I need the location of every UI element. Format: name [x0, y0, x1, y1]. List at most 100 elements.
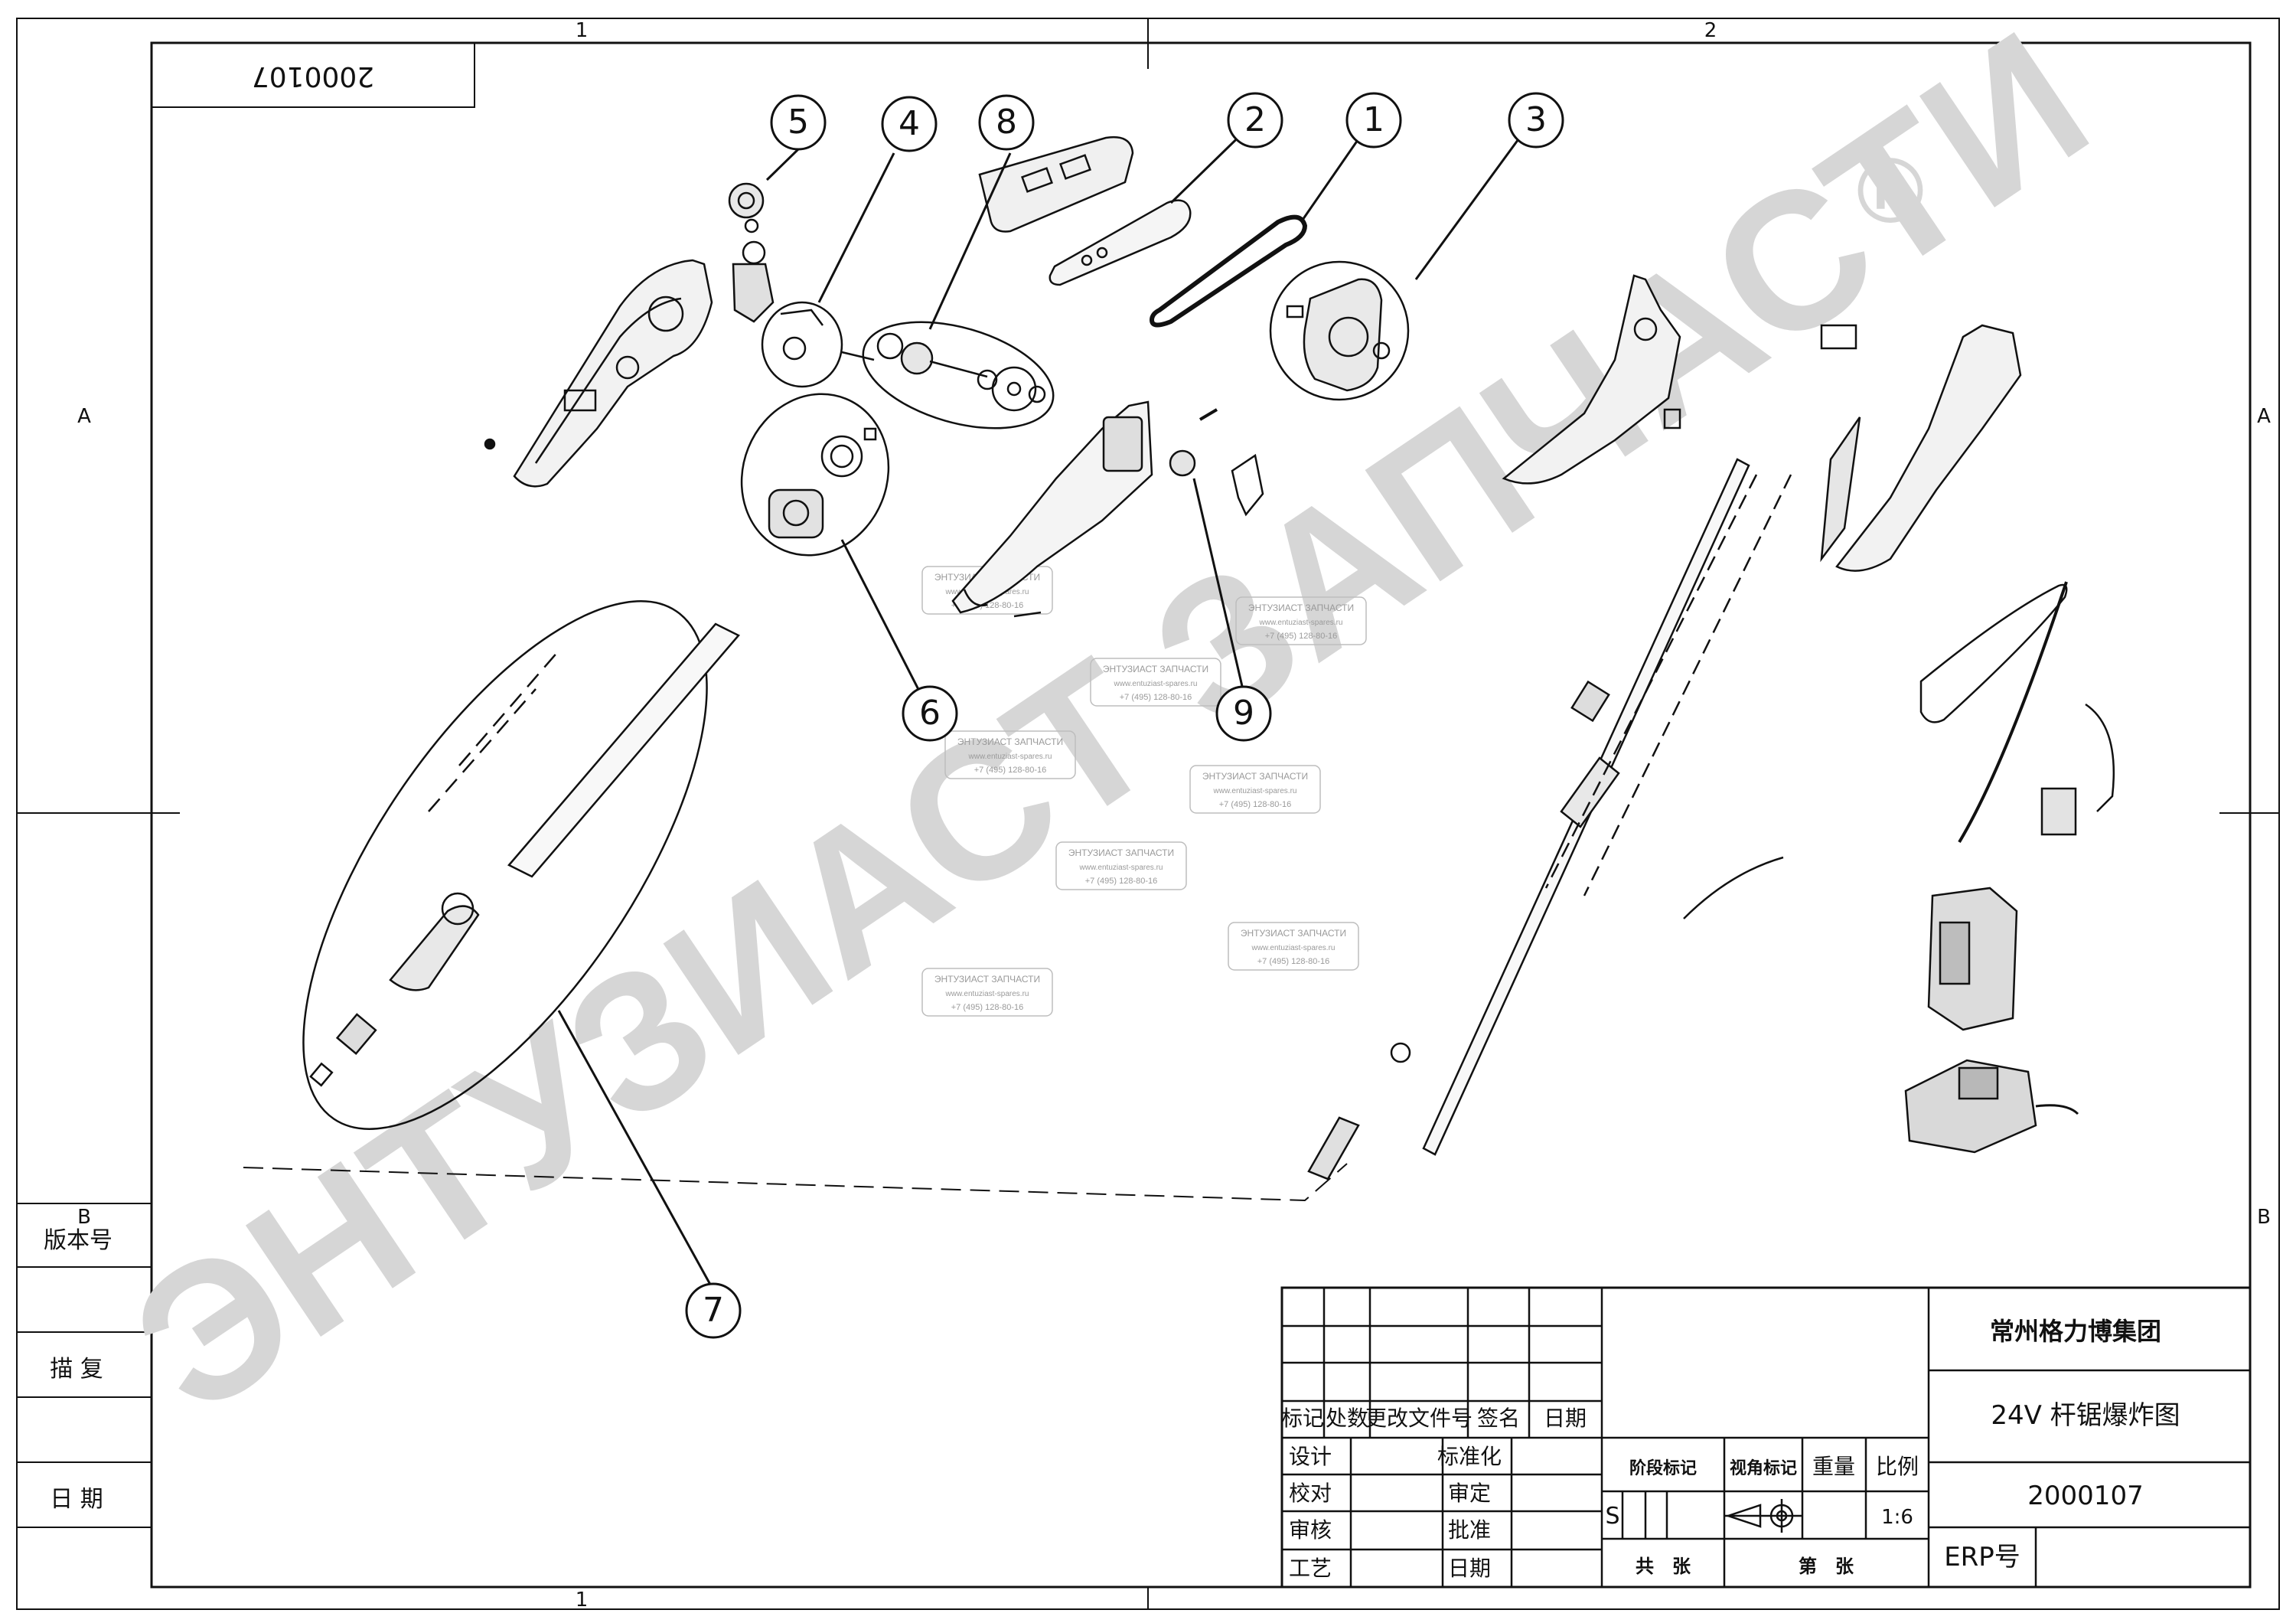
zone-row-a-right: A: [2257, 405, 2271, 428]
tb-stage-value: S: [1605, 1503, 1619, 1530]
zone-row-b-left: B: [77, 1206, 91, 1229]
charger-part: [1904, 1059, 2079, 1154]
tb-mark-label: 标记: [1281, 1406, 1324, 1431]
left-revision-strip: 版本号 描 复 日 期: [17, 1203, 152, 1528]
svg-text:3: 3: [1525, 100, 1547, 139]
watermark-stamp: ЭНТУЗИАСТ ЗАПЧАСТИ www.entuziast-spares.r…: [1228, 922, 1359, 971]
callout-9: 9: [1215, 685, 1272, 742]
projection-symbol-icon: [1724, 1499, 1802, 1533]
watermark-stamp: ЭНТУЗИАСТ ЗАПЧАСТИwww.entuziast-spares.r…: [1090, 658, 1221, 707]
tension-knob-part: [728, 182, 775, 323]
side-cover-part: [1269, 260, 1410, 401]
left-housing-half: [484, 259, 713, 488]
rotated-drawing-number: 2000107: [252, 60, 374, 92]
tb-drawing-number: 2000107: [2027, 1481, 2143, 1511]
tb-total-sheets-label: 共 张: [1636, 1556, 1691, 1577]
sprocket-cover-part: [761, 301, 875, 388]
watermark-brand: ЭНТУЗИАСТ ЗАПЧАСТИ: [96, 0, 2124, 1457]
tb-view-mark-label: 视角标记: [1730, 1458, 1797, 1478]
watermark: ЭНТУЗИАСТ ЗАПЧАСТИ ® ЭНТУЗИАСТ ЗАПЧАСТИ w…: [96, 0, 2124, 1457]
watermark-stamp-title: ЭНТУЗИАСТ ЗАПЧАСТИ: [934, 974, 1040, 985]
tb-weight-label: 重量: [1812, 1454, 1855, 1479]
watermark-stamp-title: ЭНТУЗИАСТ ЗАПЧАСТИ: [1103, 664, 1208, 674]
watermark-stamp-phone: +7 (495) 128-80-16: [1120, 693, 1192, 702]
watermark-stamp-title: ЭНТУЗИАСТ ЗАПЧАСТИ: [1241, 928, 1346, 939]
chain-guard-plate: [978, 136, 1134, 233]
svg-text:6: 6: [919, 694, 941, 733]
title-block: 标记 处数 更改文件号 签名 日期 设计 校对 审核 工艺 标准化 审定 批准 …: [1280, 1286, 2252, 1589]
tb-signature-label: 签名: [1477, 1406, 1520, 1431]
watermark-stamp-site: www.entuziast-spares.ru: [968, 753, 1052, 761]
date-label: 日 期: [50, 1486, 103, 1513]
zone-row-a-left: A: [77, 405, 91, 428]
svg-text:1: 1: [1363, 100, 1384, 139]
zone-col-1-top: 1: [576, 19, 589, 42]
svg-text:4: 4: [899, 104, 920, 143]
tb-change-doc-label: 更改文件号: [1365, 1406, 1473, 1431]
callout-5: 5: [770, 94, 827, 151]
version-label: 版本号: [44, 1227, 113, 1254]
watermark-stamp-title: ЭНТУЗИАСТ ЗАПЧАСТИ: [1202, 771, 1308, 782]
watermark-stamp-phone: +7 (495) 128-80-16: [1265, 632, 1337, 641]
tb-erp-label: ERP号: [1944, 1542, 2020, 1572]
watermark-stamp: ЭНТУЗИАСТ ЗАПЧАСТИ www.entuziast-spares.r…: [1055, 841, 1187, 890]
rotated-drawing-number-box: 2000107: [151, 42, 475, 108]
svg-text:5: 5: [788, 103, 809, 142]
battery-part: [1927, 887, 2018, 1031]
right-housing-right-half: [1820, 324, 2022, 572]
coupling-part: [1169, 408, 1264, 517]
callout-1: 1: [1345, 92, 1402, 149]
tb-stage-mark-label: 阶段标记: [1629, 1458, 1697, 1478]
watermark-stamp-phone: +7 (495) 128-80-16: [974, 766, 1046, 775]
right-housing-left-half: [1502, 274, 1681, 485]
watermark-stamp-title: ЭНТУЗИАСТ ЗАПЧАСТИ: [1068, 847, 1174, 858]
zone-row-b-right: B: [2257, 1206, 2271, 1229]
watermark-stamp-title: ЭНТУЗИАСТ ЗАПЧАСТИ: [957, 736, 1063, 747]
watermark-stamp: ЭНТУЗИАСТ ЗАПЧАСТИ www.entuziast-spares.r…: [1235, 596, 1367, 645]
tb-date-header-label: 日期: [1544, 1406, 1587, 1431]
tb-review-label: 审核: [1289, 1517, 1332, 1543]
watermark-stamp: ЭНТУЗИАСТ ЗАПЧАСТИ www.entuziast-spares.r…: [921, 968, 1053, 1017]
callouts: [557, 119, 1532, 1291]
tb-company: 常州格力博集团: [1990, 1317, 2161, 1346]
callout-2: 2: [1227, 92, 1283, 149]
callout-8: 8: [978, 94, 1035, 151]
tb-process-label: 工艺: [1289, 1556, 1332, 1581]
watermark-stamp-phone: +7 (495) 128-80-16: [1085, 877, 1157, 886]
watermark-stamp-site: www.entuziast-spares.ru: [1251, 944, 1336, 952]
guide-bar-part: [1049, 199, 1192, 286]
gearbox-housing: [951, 400, 1153, 618]
tb-design-label: 设计: [1289, 1444, 1332, 1469]
callout-3: 3: [1508, 92, 1564, 149]
callout-7: 7: [685, 1282, 742, 1339]
shoulder-strap-part: [1683, 581, 2115, 919]
tb-standardize-label: 标准化: [1437, 1444, 1502, 1469]
watermark-stamp: ЭНТУЗИАСТ ЗАПЧАСТИ www.entuziast-spares.r…: [944, 730, 1076, 779]
sheet-frame: [16, 18, 2280, 1610]
assembly-line: [243, 1163, 1348, 1202]
svg-text:9: 9: [1233, 694, 1254, 733]
svg-text:7: 7: [703, 1291, 724, 1330]
watermark-stamp-site: www.entuziast-spares.ru: [1079, 864, 1163, 872]
parts-illustration: [243, 136, 2115, 1202]
tb-approve-check-label: 审定: [1448, 1481, 1491, 1506]
telescopic-pole-part: [302, 600, 740, 1130]
tracing-label: 描 复: [50, 1356, 103, 1383]
watermark-stamp-phone: +7 (495) 128-80-16: [1219, 800, 1291, 809]
watermark-stamp-title: ЭНТУЗИАСТ ЗАПЧАСТИ: [1248, 603, 1354, 613]
watermark-stamp-site: www.entuziast-spares.ru: [1213, 787, 1297, 795]
callout-6: 6: [902, 685, 958, 742]
tb-date-label: 日期: [1448, 1556, 1491, 1581]
watermark-stamp-phone: +7 (495) 128-80-16: [951, 1003, 1023, 1012]
watermark-registered-mark: ®: [1857, 139, 1924, 242]
watermark-stamp-site: www.entuziast-spares.ru: [945, 990, 1029, 998]
zone-col-1-bottom: 1: [576, 1589, 589, 1612]
svg-text:8: 8: [996, 103, 1017, 142]
watermark-stamp-site: www.entuziast-spares.ru: [1259, 619, 1343, 627]
pole-section-part: [1307, 458, 1792, 1181]
watermark-stamp-phone: +7 (495) 128-80-16: [1257, 957, 1329, 966]
watermark-stamp: ЭНТУЗИАСТ ЗАПЧАСТИ www.entuziast-spares.r…: [1189, 765, 1321, 814]
tb-scale-value: 1:6: [1881, 1506, 1913, 1529]
svg-text:2: 2: [1244, 100, 1266, 139]
tb-check-label: 校对: [1289, 1481, 1332, 1506]
